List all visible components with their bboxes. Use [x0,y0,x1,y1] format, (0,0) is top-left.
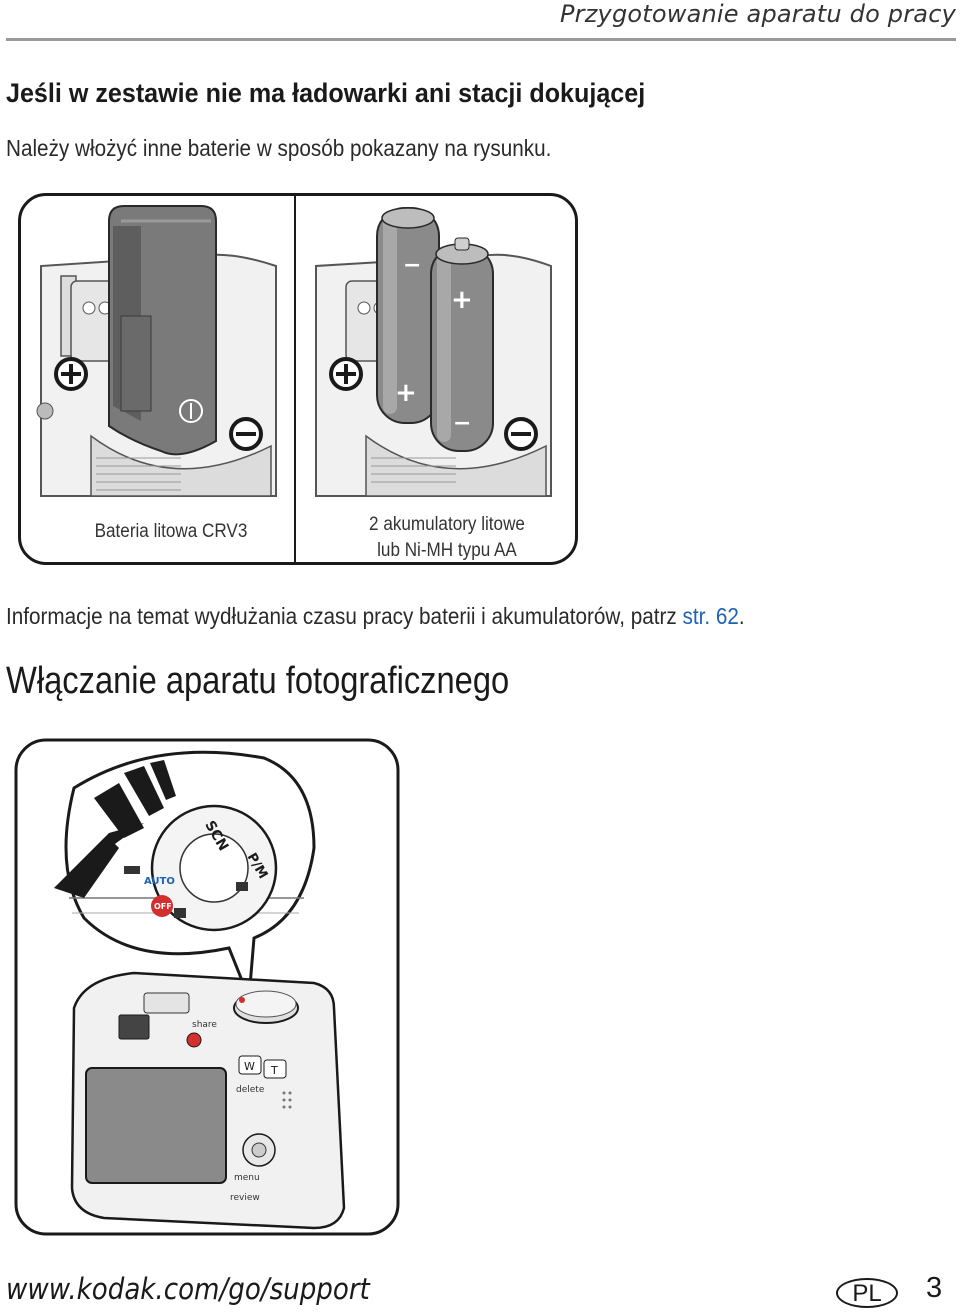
battery-figure: − + + − Bateria litowa CRV3 2 akumulator… [18,193,578,565]
page-62-link[interactable]: str. 62 [682,603,739,629]
battery-info-text: Informacje na temat wydłużania czasu pra… [6,603,683,629]
review-label: review [230,1193,260,1203]
battery-info-paragraph: Informacje na temat wydłużania czasu pra… [6,603,745,630]
share-label: share [192,1020,217,1030]
language-badge: PL [836,1278,898,1308]
camera-illustration: SCN P/M AUTO OFF share W T [14,738,400,1236]
support-url[interactable]: www.kodak.com/go/support [6,1272,370,1306]
crv3-caption: Bateria litowa CRV3 [94,521,248,542]
delete-label: delete [236,1085,265,1095]
battery-illustration: − + + − [36,196,552,562]
camera-figure: SCN P/M AUTO OFF share W T [14,738,400,1236]
svg-text:−: − [453,411,471,436]
minus-symbol-left [229,417,263,451]
svg-text:−: − [403,253,421,278]
zoom-t-label: T [270,1064,278,1077]
running-header: Przygotowanie aparatu do pracy [560,0,956,28]
aa-battery-1: − + [376,207,440,424]
menu-label: menu [234,1173,260,1183]
header-rule [6,38,956,41]
section-heading-batteries: Jeśli w zestawie nie ma ładowarki ani st… [6,78,646,108]
dial-off-label: OFF [154,902,172,911]
aa-caption-line1: 2 akumulatory litowe [369,514,525,535]
aa-battery-2: + − [430,237,494,452]
section-heading-power-on: Włączanie aparatu fotograficznego [6,660,510,702]
aa-caption: 2 akumulatory litowe lub Ni-MH typu AA [343,512,552,562]
page-number: 3 [926,1272,943,1304]
zoom-bubble: SCN P/M AUTO OFF [54,750,316,999]
camera-body: share W T delete menu review [70,971,346,1230]
minus-symbol-right [504,417,538,451]
crv3-battery [108,205,217,456]
svg-text:+: + [451,285,473,315]
battery-instruction: Należy włożyć inne baterie w sposób poka… [6,135,552,161]
battery-info-end: . [738,603,745,629]
aa-caption-line2: lub Ni-MH typu AA [377,540,517,561]
dial-auto-label: AUTO [144,876,175,887]
plus-symbol-left [54,357,88,391]
zoom-w-label: W [244,1060,255,1073]
plus-symbol-right [329,357,363,391]
svg-text:+: + [395,378,417,408]
